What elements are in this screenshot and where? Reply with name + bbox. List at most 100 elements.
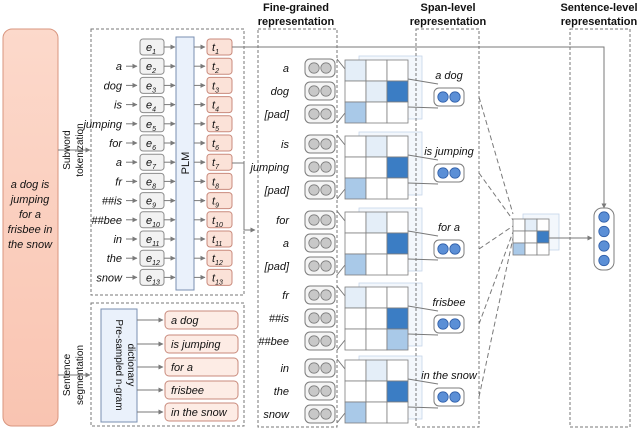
heatmap-cell [344,359,367,382]
heatmap-cell [344,286,367,309]
fine-token-label: for [276,215,290,227]
sentence-vector-icon [593,207,615,271]
svg-text:representation: representation [410,16,487,28]
matrix-to-span-line [407,78,439,85]
heatmap-cell [386,359,409,382]
fine-token-label: jumping [248,162,289,174]
vector-icon [433,314,465,334]
heatmap-cell [365,135,388,158]
heatmap-cell [344,101,367,124]
span-level-panel [415,28,480,428]
vector-icon [304,381,336,401]
token-word: a [116,157,122,169]
sentence-aggregation [478,96,615,398]
fine-token-label: snow [263,409,290,421]
heatmap-cell [524,242,538,256]
phrase-box [164,402,239,422]
token-word: for [109,138,123,150]
heatmap-cell [536,230,550,244]
fine-token-label: a [283,238,289,250]
phrase-box [164,357,239,377]
svg-text:tokenization: tokenization [75,123,86,176]
dictionary-panel [90,302,245,427]
svg-text:dictionary: dictionary [125,344,136,387]
embedding-label: e7 [146,157,157,171]
heatmap-cell [386,80,409,103]
embedding-label: e12 [146,253,160,267]
phrase-item: frisbee [137,380,239,400]
fine-token-label: ##is [269,313,290,325]
vector-icon [304,233,336,253]
matrix-to-span-line [407,230,439,237]
vector-icon [304,58,336,78]
sentence-vector-circle [598,254,610,267]
heatmap-cell [344,307,367,330]
phrase-text: in the snow [171,407,228,419]
fine-token-label: [pad] [264,185,290,197]
sentence-vector-circle [598,225,610,238]
heatmap-cell [524,218,538,232]
fine-grained-groups: adog[pad]isjumping[pad]fora[pad]fr##is##… [248,55,439,424]
vector-icon [433,387,465,407]
embedding-label: e2 [146,61,156,75]
output-label: t5 [212,119,219,133]
heatmap-cell [344,328,367,351]
embedding-label: e13 [146,272,160,286]
span-group: is jumping [424,146,475,183]
vector-icon [304,256,336,276]
svg-text:Pre-sampled n-gram: Pre-sampled n-gram [113,319,124,410]
heatmap-cell [365,286,388,309]
heatmap-icon [344,207,423,276]
sentence-level-header: Sentence-level representation [560,2,637,28]
svg-text:frisbee in: frisbee in [8,224,53,236]
token-row: a e7 t7 [116,153,233,171]
output-label: t13 [212,272,223,286]
output-label: t7 [212,157,220,171]
vector-icon [433,87,465,107]
vector-icon [304,104,336,124]
group-bracket [336,285,346,351]
matrix-to-span-line [407,333,439,336]
vector-icon [304,358,336,378]
output-box [206,268,233,286]
heatmap-cell [386,328,409,351]
matrix-to-span-line [407,154,439,161]
vector-icon [433,163,465,183]
token-word: a [116,61,122,73]
output-box [206,230,233,248]
output-box [206,134,233,152]
embedding-label: e8 [146,176,156,190]
output-box [206,249,233,267]
embedding-label: e5 [146,119,156,133]
heatmap-cell [365,59,388,82]
heatmap-cell [344,211,367,234]
output-label: t8 [212,176,219,190]
span-label: is jumping [424,146,474,158]
sentence-level-panel [569,28,631,428]
heatmap-cell [512,230,526,244]
heatmap-cell [344,232,367,255]
phrase-item: is jumping [137,334,239,354]
heatmap-cell [386,135,409,158]
svg-text:jumping: jumping [9,194,50,206]
output-box [206,115,233,133]
heatmap-cell [365,232,388,255]
phrase-text: frisbee [171,385,204,397]
output-label: t10 [212,215,223,229]
svg-text:Span-level: Span-level [420,2,475,14]
